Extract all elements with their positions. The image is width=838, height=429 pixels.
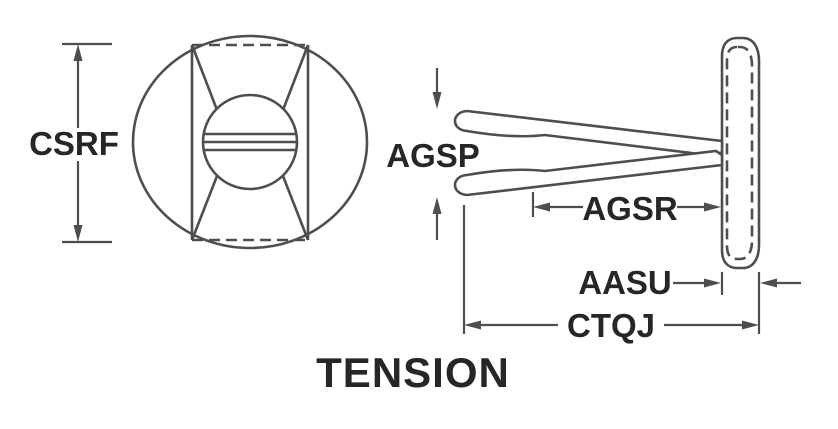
aasu-arrow-right-icon: [704, 278, 721, 288]
dim-label-agsr: AGSR: [582, 190, 678, 227]
dim-label-ctqj: CTQJ: [567, 307, 655, 344]
taper-line-top-right: [281, 44, 310, 111]
lower-prong: [453, 149, 724, 197]
head-hidden-contour: [725, 45, 754, 261]
upper-prong: [453, 109, 724, 158]
csrf-arrow-down-icon: [73, 225, 83, 242]
dim-label-agsp: AGSP: [386, 137, 480, 174]
view-title: TENSION: [316, 349, 510, 396]
aasu-arrow-left-icon: [760, 278, 777, 288]
side-view: [453, 36, 761, 270]
front-view: [131, 34, 369, 250]
dimension-lines: [62, 42, 801, 334]
agsr-arrow-left-icon: [533, 202, 550, 212]
agsp-arrow-up-icon: [432, 197, 442, 214]
taper-line-bottom-left: [190, 175, 219, 241]
taper-line-top-left: [190, 44, 219, 111]
agsp-arrow-down-icon: [432, 92, 442, 109]
ctqj-arrow-right-icon: [742, 320, 759, 330]
linework: [62, 34, 801, 334]
ctqj-arrow-left-icon: [464, 320, 481, 330]
arrowheads: [73, 44, 777, 330]
head-outline-front: [131, 34, 369, 250]
dim-label-csrf: CSRF: [29, 125, 119, 162]
dim-label-aasu: AASU: [578, 264, 672, 301]
taper-line-bottom-right: [281, 175, 310, 241]
labels: CSRF AGSP AGSR AASU CTQJ TENSION: [29, 125, 678, 396]
csrf-arrow-up-icon: [73, 44, 83, 61]
agsr-arrow-right-icon: [704, 202, 721, 212]
head-outline-side: [720, 36, 761, 270]
